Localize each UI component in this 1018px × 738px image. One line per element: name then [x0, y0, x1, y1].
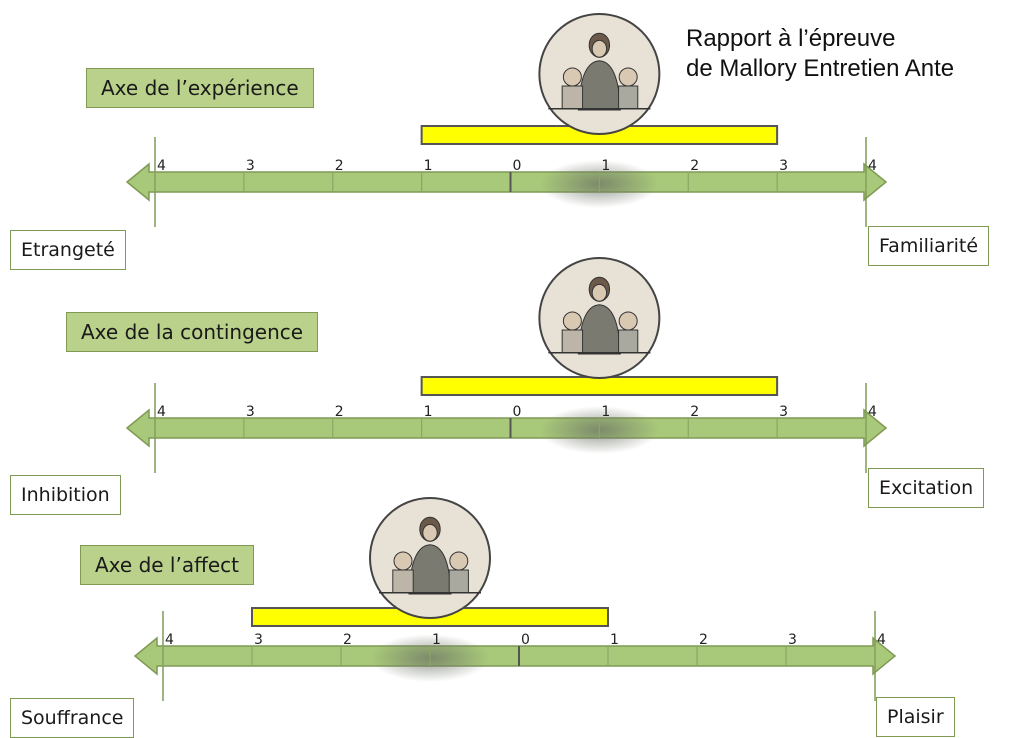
teacher-with-children-icon [369, 497, 491, 619]
tick-label: 3 [246, 158, 255, 174]
tick-label: 1 [601, 158, 610, 174]
tick-label: 4 [868, 158, 877, 174]
tick-label: 0 [513, 404, 522, 420]
tick-label: 4 [877, 632, 886, 648]
tick-label: 4 [157, 404, 166, 420]
axis-graphic: 4 3 2 1 0 1 2 3 4 [125, 257, 888, 473]
chart-header: Rapport à l’épreuve de Mallory Entretien… [686, 24, 954, 84]
tick-label: 1 [432, 632, 441, 648]
tick-label: 1 [424, 158, 433, 174]
tick-label: 2 [690, 158, 699, 174]
double-arrow-axis [125, 162, 888, 202]
tick-label: 1 [424, 404, 433, 420]
tick-label: 1 [601, 404, 610, 420]
tick-label: 2 [690, 404, 699, 420]
tick-label: 4 [868, 404, 877, 420]
axis-right-label: Plaisir [876, 697, 955, 737]
tick-label: 0 [521, 632, 530, 648]
tick-label: 3 [779, 158, 788, 174]
axis-left-label: Inhibition [10, 475, 121, 515]
header-line-1: Rapport à l’épreuve [686, 25, 896, 52]
axis-contingence: Axe de la contingence Inhibition Excitat… [0, 0, 1018, 515]
tick-label: 4 [165, 632, 174, 648]
axis-left-label: Souffrance [10, 698, 135, 738]
double-arrow-axis [125, 408, 888, 448]
tick-label: 3 [779, 404, 788, 420]
range-bar [420, 376, 779, 396]
tick-label: 2 [699, 632, 708, 648]
axis-title: Axe de l’affect [80, 545, 255, 585]
double-arrow-axis [133, 636, 897, 676]
axis-title: Axe de l’expérience [86, 68, 314, 108]
header-line-2: de Mallory Entretien Ante [686, 55, 955, 82]
axis-right-label: Familiarité [868, 226, 990, 266]
tick-label: 2 [335, 404, 344, 420]
axis-title: Axe de la contingence [66, 312, 319, 352]
tick-label: 3 [788, 632, 797, 648]
axis-right-label: Excitation [868, 468, 985, 508]
tick-label: 0 [513, 158, 522, 174]
tick-label: 2 [335, 158, 344, 174]
axis-graphic: 4 3 2 1 0 1 2 3 4 [125, 13, 888, 227]
tick-label: 2 [343, 632, 352, 648]
axis-experience: Axe de l’expérience Etrangeté Familiarit… [0, 0, 1018, 270]
tick-label: 3 [246, 404, 255, 420]
teacher-with-children-icon [538, 13, 661, 135]
axis-left-label: Etrangeté [10, 230, 126, 270]
teacher-with-children-icon [538, 257, 661, 379]
tick-label: 1 [610, 632, 619, 648]
tick-label: 4 [157, 158, 166, 174]
tick-label: 3 [254, 632, 263, 648]
axis-graphic: 4 3 2 1 0 1 2 3 4 [133, 497, 897, 701]
